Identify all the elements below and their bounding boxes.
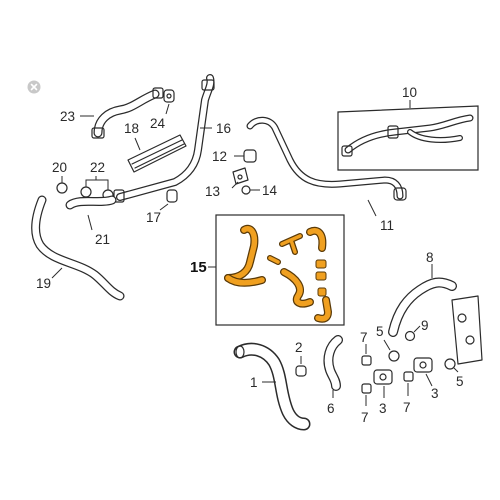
- part-9-clamp: [404, 330, 416, 342]
- callout-5b: 5: [456, 374, 464, 389]
- part-11-pipe: [246, 116, 407, 201]
- part-6-hose: [323, 335, 343, 391]
- part-7-fitting-a: [361, 355, 372, 366]
- part-21-hose: [65, 195, 117, 210]
- part-12-clip: [243, 149, 257, 163]
- part-10-box: [337, 105, 479, 171]
- callout-15: 15: [190, 259, 207, 276]
- callout-3b: 3: [431, 386, 439, 401]
- callout-8: 8: [426, 250, 434, 265]
- callout-13: 13: [205, 184, 220, 199]
- part-1-hose: [233, 342, 311, 431]
- callout-14: 14: [262, 183, 278, 198]
- callout-18: 18: [124, 121, 139, 136]
- callout-10: 10: [402, 85, 417, 100]
- callout-6: 6: [327, 401, 335, 416]
- callout-11: 11: [380, 218, 394, 233]
- callout-2: 2: [295, 340, 303, 355]
- part-16-pipe: [113, 74, 215, 203]
- part-10-hose: [341, 114, 474, 157]
- callout-16: 16: [216, 121, 231, 136]
- part-17-fitting: [166, 189, 178, 203]
- part-14-clamp: [241, 185, 251, 195]
- part-23-hose: [91, 87, 164, 139]
- callout-7a: 7: [360, 330, 368, 345]
- callout-22: 22: [90, 160, 105, 175]
- part-15-box: [215, 214, 345, 326]
- part-5-clamp-b: [444, 358, 456, 370]
- callout-21: 21: [95, 232, 110, 247]
- callout-23: 23: [60, 109, 75, 124]
- part-2-clip: [295, 365, 307, 377]
- part-24-clip: [163, 89, 175, 103]
- callout-20: 20: [52, 160, 67, 175]
- callout-7c: 7: [403, 400, 411, 415]
- callout-9: 9: [421, 318, 429, 333]
- part-5-clamp-a: [388, 350, 400, 362]
- callout-17: 17: [146, 210, 161, 225]
- part-7-fitting-c: [403, 371, 414, 382]
- part-20-clamp: [56, 182, 68, 194]
- part-3-valve-b: [413, 357, 433, 373]
- callout-1: 1: [250, 375, 258, 390]
- callout-12: 12: [212, 149, 227, 164]
- part-8-hose: [388, 277, 457, 337]
- part-3-valve-a: [373, 369, 393, 385]
- part-15-hose-assembly: [224, 224, 332, 323]
- part-7-fitting-b: [361, 383, 372, 394]
- callout-3a: 3: [379, 401, 387, 416]
- close-button[interactable]: [27, 80, 41, 94]
- part-13-bracket: [232, 167, 249, 185]
- callout-7b: 7: [361, 410, 369, 425]
- part-19-hose: [31, 195, 125, 301]
- part-18-shield: [127, 134, 187, 173]
- part-engine-block: [451, 295, 483, 365]
- callout-19: 19: [36, 276, 51, 291]
- callout-24: 24: [150, 116, 166, 131]
- callout-5a: 5: [376, 324, 384, 339]
